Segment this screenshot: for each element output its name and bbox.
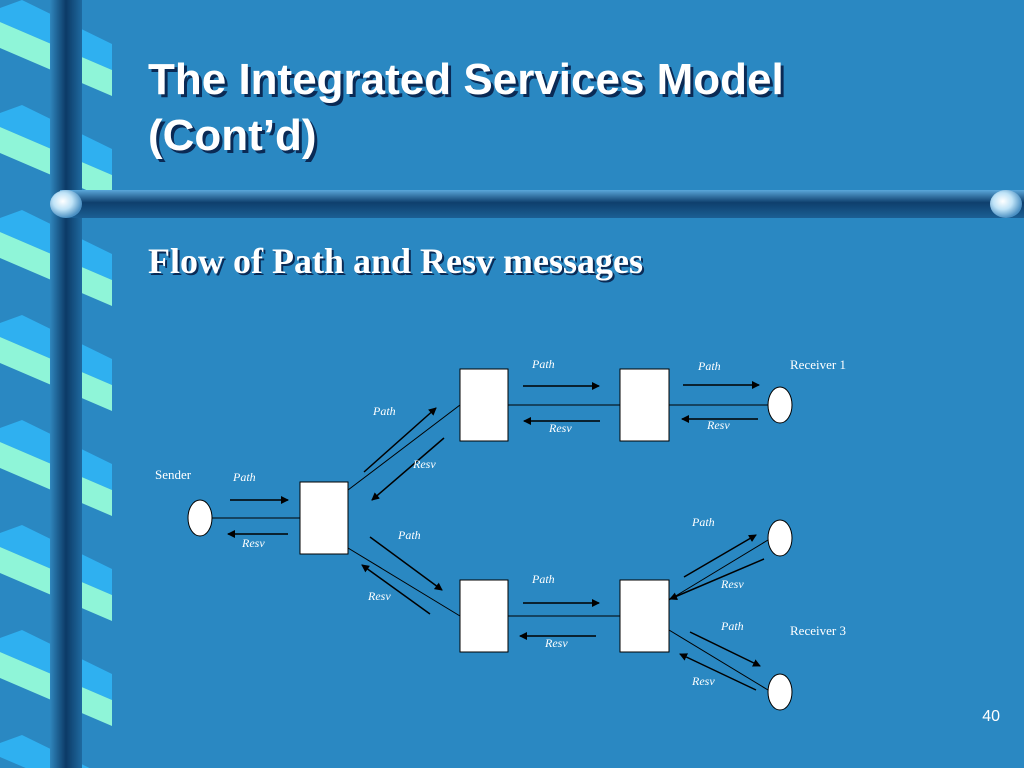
bar-left-knob: [50, 190, 82, 218]
path-arrow-r1-r2: [363, 407, 437, 473]
path-label-r5-receiver2: Path: [691, 515, 715, 529]
sender-label: Sender: [155, 467, 192, 482]
resv-arrow-receiver3-r5: [679, 653, 757, 691]
message-arrows: [227, 381, 765, 691]
router-3: [619, 368, 670, 442]
path-label-r5-receiver3: Path: [720, 619, 744, 633]
vertical-post: [50, 0, 82, 768]
path-label-r1-r4: Path: [397, 528, 421, 542]
path-arrow-r5-receiver2: [683, 534, 757, 578]
slide-title: The Integrated Services Model (Cont’d): [148, 52, 968, 164]
receiver-2-node: [767, 519, 793, 557]
receiver-3-label: Receiver 3: [790, 623, 846, 638]
title-line-2: (Cont’d): [148, 111, 317, 160]
resv-label-r3-r2: Resv: [548, 421, 572, 435]
resv-label-receiver2-r5: Resv: [720, 577, 744, 591]
router-5: [619, 579, 670, 653]
router-2: [459, 368, 509, 442]
resv-arrow-r4-r1: [361, 564, 431, 615]
resv-label-r4-r1: Resv: [367, 589, 391, 603]
receiver-3-node: [767, 673, 793, 711]
title-line-1: The Integrated Services Model: [148, 55, 784, 104]
horizontal-bar: [60, 190, 1024, 218]
link-r5-receiver3: [668, 629, 769, 691]
bar-right-knob: [990, 190, 1022, 218]
router-1: [299, 481, 349, 555]
resv-arrow-r2-r1: [371, 437, 445, 501]
page-number: 40: [982, 708, 1000, 725]
path-arrow-r5-receiver3: [689, 631, 761, 667]
resv-arrow-receiver2-r5: [669, 558, 765, 600]
resv-label-r2-r1: Resv: [412, 457, 436, 471]
path-label-r1-r2: Path: [372, 404, 396, 418]
sender-node: [187, 499, 213, 537]
path-label-r2-r3: Path: [531, 357, 555, 371]
slide-subtitle: Flow of Path and Resv messages: [148, 241, 643, 281]
resv-label-receiver1-r3: Resv: [706, 418, 730, 432]
path-label-r3-receiver1: Path: [697, 359, 721, 373]
link-r1-r4: [347, 547, 461, 617]
path-arrow-r1-r4: [369, 536, 443, 591]
router-4: [459, 579, 509, 653]
network-links: [212, 404, 769, 691]
resv-label-receiver3-r5: Resv: [691, 674, 715, 688]
path-label-r4-r5: Path: [531, 572, 555, 586]
path-label-sender-r1: Path: [232, 470, 256, 484]
link-r5-receiver2: [668, 539, 769, 601]
resv-label-r1-sender: Resv: [241, 536, 265, 550]
link-r1-r2: [347, 404, 461, 491]
receiver-1-label: Receiver 1: [790, 357, 846, 372]
receiver-1-node: [767, 386, 793, 424]
resv-label-r5-r4: Resv: [544, 636, 568, 650]
